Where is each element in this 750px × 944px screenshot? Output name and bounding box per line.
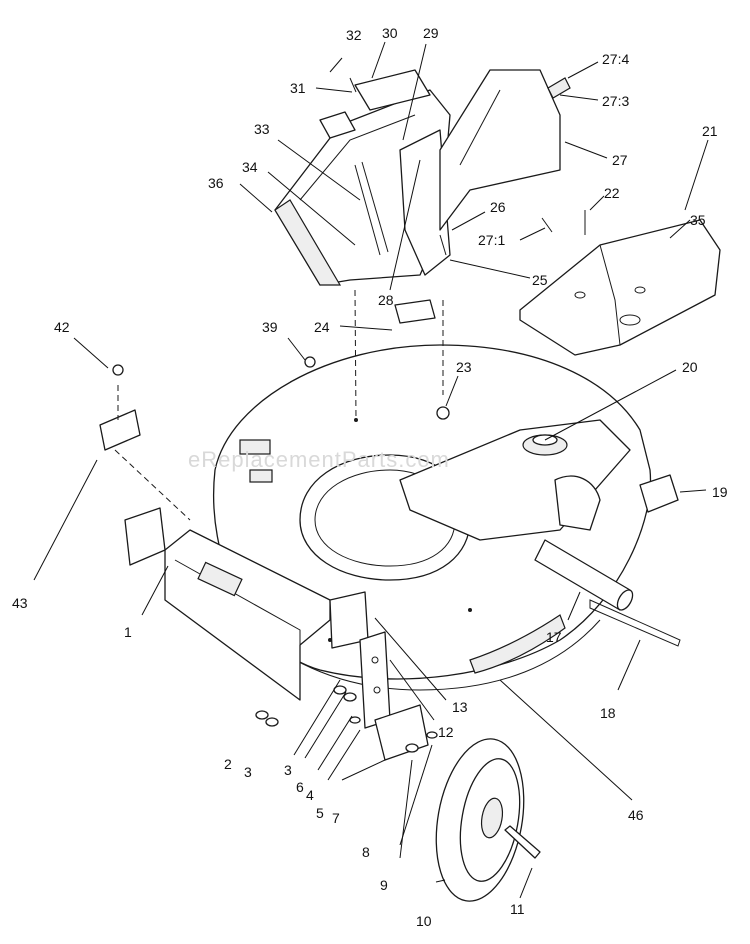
callout-10: 10 (416, 913, 432, 929)
wheel-bolt (504, 825, 541, 859)
front-bracket (124, 507, 166, 566)
bag-frame (274, 69, 451, 286)
callout-31: 31 (290, 80, 306, 96)
callout-46: 46 (628, 807, 644, 823)
callout-13: 13 (452, 699, 468, 715)
callout-6: 6 (296, 779, 304, 795)
callout-33: 33 (254, 121, 270, 137)
callout-28: 28 (378, 292, 394, 308)
callout-30: 30 (382, 25, 398, 41)
side-bracket-left (99, 409, 141, 451)
callout-26: 26 (490, 199, 506, 215)
callout-7: 7 (332, 810, 340, 826)
callout-34: 34 (242, 159, 258, 175)
callout-18: 18 (600, 705, 616, 721)
callout-8: 8 (362, 844, 370, 860)
callout-23: 23 (456, 359, 472, 375)
callout-19: 19 (712, 484, 728, 500)
rear-drive-assembly (399, 419, 631, 541)
front-wheel (435, 738, 525, 902)
callout-3a: 3 (244, 764, 252, 780)
callout-27: 27 (612, 152, 628, 168)
hardware-washers (112, 77, 586, 753)
callout-42: 42 (54, 319, 70, 335)
callout-5: 5 (316, 805, 324, 821)
callout-22: 22 (604, 185, 620, 201)
callout-27-1: 27:1 (478, 232, 505, 248)
callout-17: 17 (546, 629, 562, 645)
callout-27-3: 27:3 (602, 93, 629, 109)
callout-9: 9 (380, 877, 388, 893)
callout-21: 21 (702, 123, 718, 139)
callout-36: 36 (208, 175, 224, 191)
callout-11: 11 (510, 901, 525, 917)
assembly-line-left (114, 385, 191, 521)
callout-39: 39 (262, 319, 278, 335)
callout-43: 43 (12, 595, 28, 611)
callout-20: 20 (682, 359, 698, 375)
front-bumper (164, 529, 331, 701)
callout-35: 35 (690, 212, 706, 228)
side-bracket-right (639, 474, 679, 513)
callout-4: 4 (306, 787, 314, 803)
rear-axle-tube (534, 539, 634, 611)
callout-12: 12 (438, 724, 454, 740)
discharge-chute (439, 69, 571, 231)
callout-32: 32 (346, 27, 362, 43)
callouts: 32 30 29 31 27:4 27:3 33 27 21 36 34 22 … (12, 25, 728, 929)
watermark-text: eReplacementParts.com (188, 447, 450, 472)
flap-bracket (394, 299, 436, 324)
callout-27-4: 27:4 (602, 51, 629, 67)
callout-24: 24 (314, 319, 330, 335)
callout-1: 1 (124, 624, 132, 640)
callout-2: 2 (224, 756, 232, 772)
assembly-line-center (354, 289, 357, 421)
cable-rod (589, 599, 681, 647)
callout-3b: 3 (284, 762, 292, 778)
rear-baffle (519, 219, 721, 356)
callout-25: 25 (532, 272, 548, 288)
callout-29: 29 (423, 25, 439, 41)
